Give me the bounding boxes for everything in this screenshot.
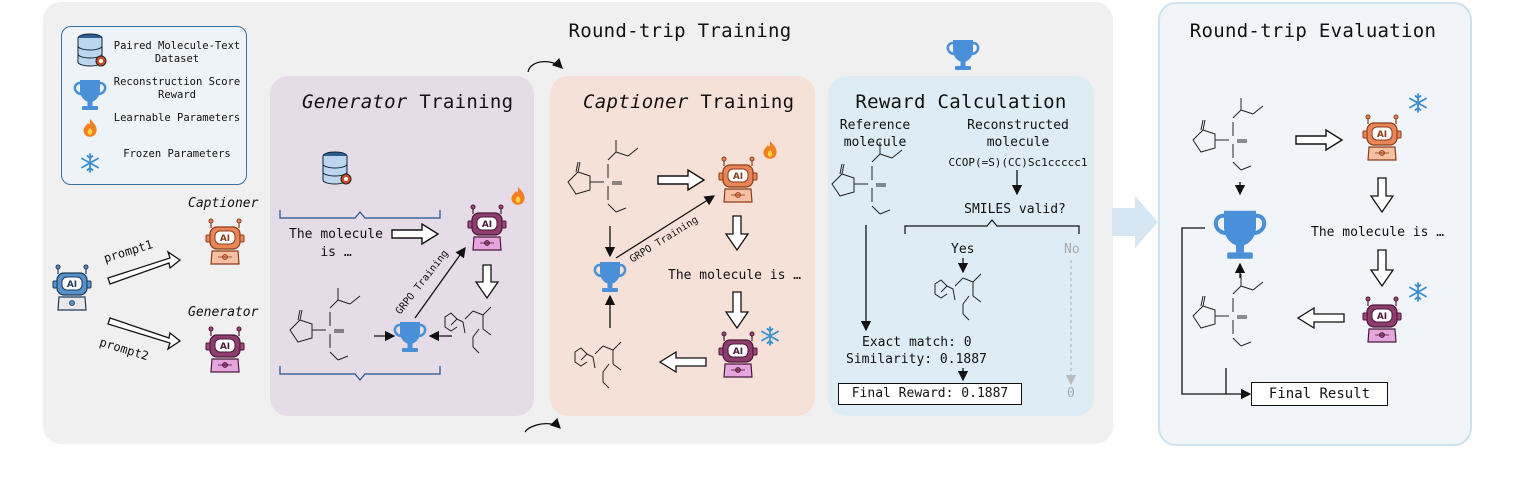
generator-dataset-icon bbox=[322, 151, 352, 185]
snowflake-icon bbox=[81, 153, 99, 173]
valid-bracket-icon bbox=[904, 219, 1080, 234]
reward-reference-molecule bbox=[831, 141, 903, 215]
cycle-arrow-bottom bbox=[524, 417, 561, 433]
cycle-arrow-top bbox=[527, 57, 563, 73]
reward-panel-title: Reward Calculation bbox=[855, 91, 1067, 113]
generator-fire-icon bbox=[511, 187, 525, 205]
legend-learnable-label: Learnable Parameters bbox=[113, 112, 241, 124]
captioner-down-arrow-2 bbox=[724, 291, 750, 330]
training-title: Round-trip Training bbox=[568, 20, 792, 42]
legend-frozen-label: Frozen Parameters bbox=[123, 148, 231, 160]
exact-match-label: Exact match: 0 bbox=[862, 335, 972, 350]
captioner-frozen-generator-icon bbox=[718, 331, 758, 378]
generator-label: Generator bbox=[188, 305, 259, 320]
database-icon bbox=[77, 33, 107, 67]
reward-reconstructed-molecule bbox=[934, 273, 982, 321]
reference-molecule-label: Reference molecule bbox=[839, 118, 911, 150]
legend-dataset-label: Paired Molecule-Text Dataset bbox=[113, 40, 241, 65]
generator-text-arrow bbox=[391, 223, 439, 245]
reference-molecule-gen bbox=[289, 287, 361, 361]
generated-molecule bbox=[444, 306, 492, 354]
eval-trophy-icon bbox=[1216, 211, 1264, 259]
captioner-snowflake-icon bbox=[761, 326, 779, 346]
eval-down-arrow-1 bbox=[1369, 177, 1395, 214]
captioner-down-arrow-1 bbox=[724, 215, 750, 252]
legend-reward-label: Reconstruction Score Reward bbox=[113, 76, 241, 101]
eval-caption-text: The molecule is … bbox=[1311, 225, 1445, 240]
final-reward-box: Final Reward: 0.1887 bbox=[838, 383, 1022, 405]
eval-reconstructed-molecule bbox=[1192, 273, 1264, 347]
evaluation-panel bbox=[1158, 2, 1472, 446]
eval-captioner-snowflake bbox=[1409, 93, 1427, 113]
yes-label: Yes bbox=[951, 242, 975, 257]
no-label: No bbox=[1064, 242, 1080, 257]
captioner-input-molecule bbox=[567, 139, 639, 213]
trophy-icon bbox=[73, 78, 107, 112]
reward-trophy-icon bbox=[946, 38, 980, 72]
prompt1-arrow bbox=[107, 250, 182, 285]
generator-robot-icon bbox=[205, 326, 245, 373]
captioner-robot-icon-main bbox=[718, 156, 758, 203]
eval-down-arrow-2 bbox=[1369, 249, 1395, 288]
eval-generator-icon bbox=[1362, 296, 1402, 343]
eval-generator-snowflake bbox=[1409, 282, 1427, 302]
prompt2-arrow bbox=[107, 317, 182, 351]
reward-calculation-panel bbox=[828, 76, 1094, 416]
smiles-valid-label: SMILES valid? bbox=[964, 202, 1066, 217]
similarity-label: Similarity: 0.1887 bbox=[846, 352, 987, 367]
evaluation-title: Round-trip Evaluation bbox=[1189, 20, 1437, 42]
captioner-label: Captioner bbox=[188, 196, 259, 211]
base-robot-icon bbox=[52, 264, 92, 311]
final-result-box: Final Result bbox=[1251, 382, 1388, 406]
eval-left-arrow bbox=[1296, 306, 1345, 330]
generator-caption-text: The molecule is … bbox=[289, 227, 383, 260]
text-bracket-icon bbox=[279, 210, 441, 219]
generator-robot-icon-main bbox=[467, 204, 507, 251]
eval-mol-arrow bbox=[1295, 129, 1343, 151]
fire-icon bbox=[83, 119, 97, 137]
captioner-generated-molecule bbox=[574, 341, 622, 389]
reconstructed-molecule-label: Reconstructed molecule bbox=[967, 118, 1069, 150]
zero-reward-label: 0 bbox=[1067, 386, 1075, 401]
generator-panel-title: Generator Training bbox=[302, 91, 514, 113]
training-to-eval-arrow bbox=[1112, 196, 1158, 248]
captioner-trophy-icon bbox=[593, 260, 627, 294]
captioner-panel-title: Captioner Training bbox=[583, 91, 795, 113]
eval-captioner-icon bbox=[1362, 114, 1402, 161]
eval-input-molecule bbox=[1192, 97, 1264, 171]
captioner-fire-icon bbox=[763, 141, 777, 159]
captioner-mol-arrow bbox=[657, 169, 705, 191]
generator-down-arrow bbox=[474, 264, 500, 300]
smiles-string: CCOP(=S)(CC)Sc1ccccc1 bbox=[948, 156, 1088, 169]
molecule-bracket-icon bbox=[279, 366, 441, 381]
captioner-left-arrow bbox=[658, 350, 707, 374]
captioner-caption-text: The molecule is … bbox=[668, 268, 802, 283]
generator-trophy-icon bbox=[393, 320, 427, 354]
captioner-robot-icon bbox=[205, 218, 245, 265]
